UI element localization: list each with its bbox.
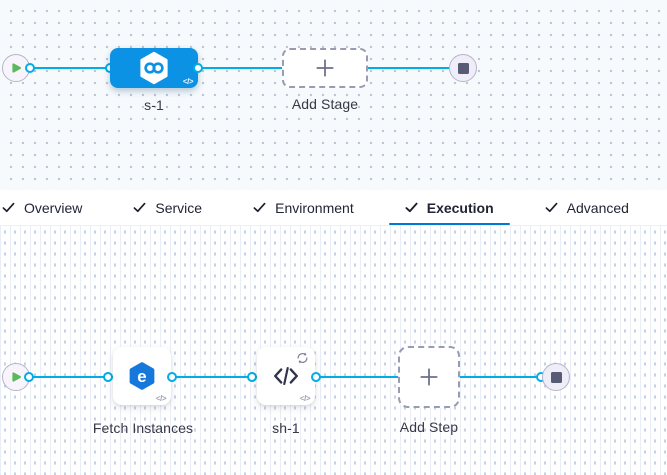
plus-icon bbox=[316, 59, 334, 77]
tab-overview[interactable]: Overview bbox=[2, 190, 98, 225]
tab-execution[interactable]: Execution bbox=[388, 190, 510, 225]
code-template-icon: </> bbox=[299, 394, 311, 403]
tab-label: Service bbox=[155, 199, 203, 216]
add-step-label: Add Step bbox=[399, 419, 459, 435]
port bbox=[311, 372, 321, 382]
execution-graph-canvas[interactable]: e </> </> bbox=[0, 226, 667, 475]
plus-icon bbox=[420, 368, 438, 386]
tab-service[interactable]: Service bbox=[117, 190, 218, 225]
port bbox=[247, 372, 257, 382]
port bbox=[25, 63, 35, 73]
port bbox=[24, 372, 34, 382]
check-icon bbox=[2, 202, 15, 213]
stop-icon bbox=[457, 62, 469, 74]
execution-end-node[interactable] bbox=[542, 363, 570, 391]
add-stage-label: Add Stage bbox=[291, 96, 359, 112]
check-icon bbox=[545, 202, 558, 213]
stage-node-s1[interactable]: </> bbox=[110, 48, 198, 88]
code-template-icon: </> bbox=[155, 394, 167, 403]
stop-icon bbox=[550, 371, 562, 383]
tab-environment[interactable]: Environment bbox=[237, 190, 370, 225]
stage-graph-canvas[interactable]: </> s-1 Add Stage bbox=[0, 0, 667, 191]
port bbox=[167, 372, 177, 382]
port bbox=[103, 372, 113, 382]
looping-strategy-icon bbox=[295, 351, 310, 365]
execution-start-node[interactable] bbox=[2, 363, 30, 391]
check-icon bbox=[405, 202, 418, 213]
stage-end-node[interactable] bbox=[449, 54, 477, 82]
step-node-fetch-instances[interactable]: e </> bbox=[113, 347, 171, 405]
elastigroup-icon: e bbox=[129, 362, 155, 390]
check-icon bbox=[253, 202, 266, 213]
step-name-label: Fetch Instances bbox=[92, 420, 194, 436]
play-icon bbox=[12, 63, 21, 73]
code-template-icon: </> bbox=[182, 77, 194, 86]
add-stage-button[interactable] bbox=[282, 48, 368, 88]
step-node-sh1[interactable]: </> bbox=[257, 347, 315, 405]
check-icon bbox=[133, 202, 146, 213]
stage-connector-line bbox=[16, 67, 456, 69]
code-icon bbox=[274, 366, 298, 386]
tab-advanced[interactable]: Advanced bbox=[529, 190, 645, 225]
stage-config-tabbar: Overview Service Environment Execution A… bbox=[0, 190, 667, 226]
tab-label: Environment bbox=[275, 199, 354, 216]
tab-label: Advanced bbox=[566, 199, 629, 216]
step-name-label: sh-1 bbox=[272, 420, 300, 436]
tab-label: Execution bbox=[426, 199, 494, 216]
svg-text:e: e bbox=[137, 367, 146, 386]
add-step-button[interactable] bbox=[398, 346, 460, 408]
stage-name-label: s-1 bbox=[144, 97, 164, 113]
tab-label: Overview bbox=[24, 199, 83, 216]
cd-hexagon-infinity-icon bbox=[140, 51, 168, 85]
play-icon bbox=[12, 372, 21, 382]
port bbox=[193, 63, 203, 73]
